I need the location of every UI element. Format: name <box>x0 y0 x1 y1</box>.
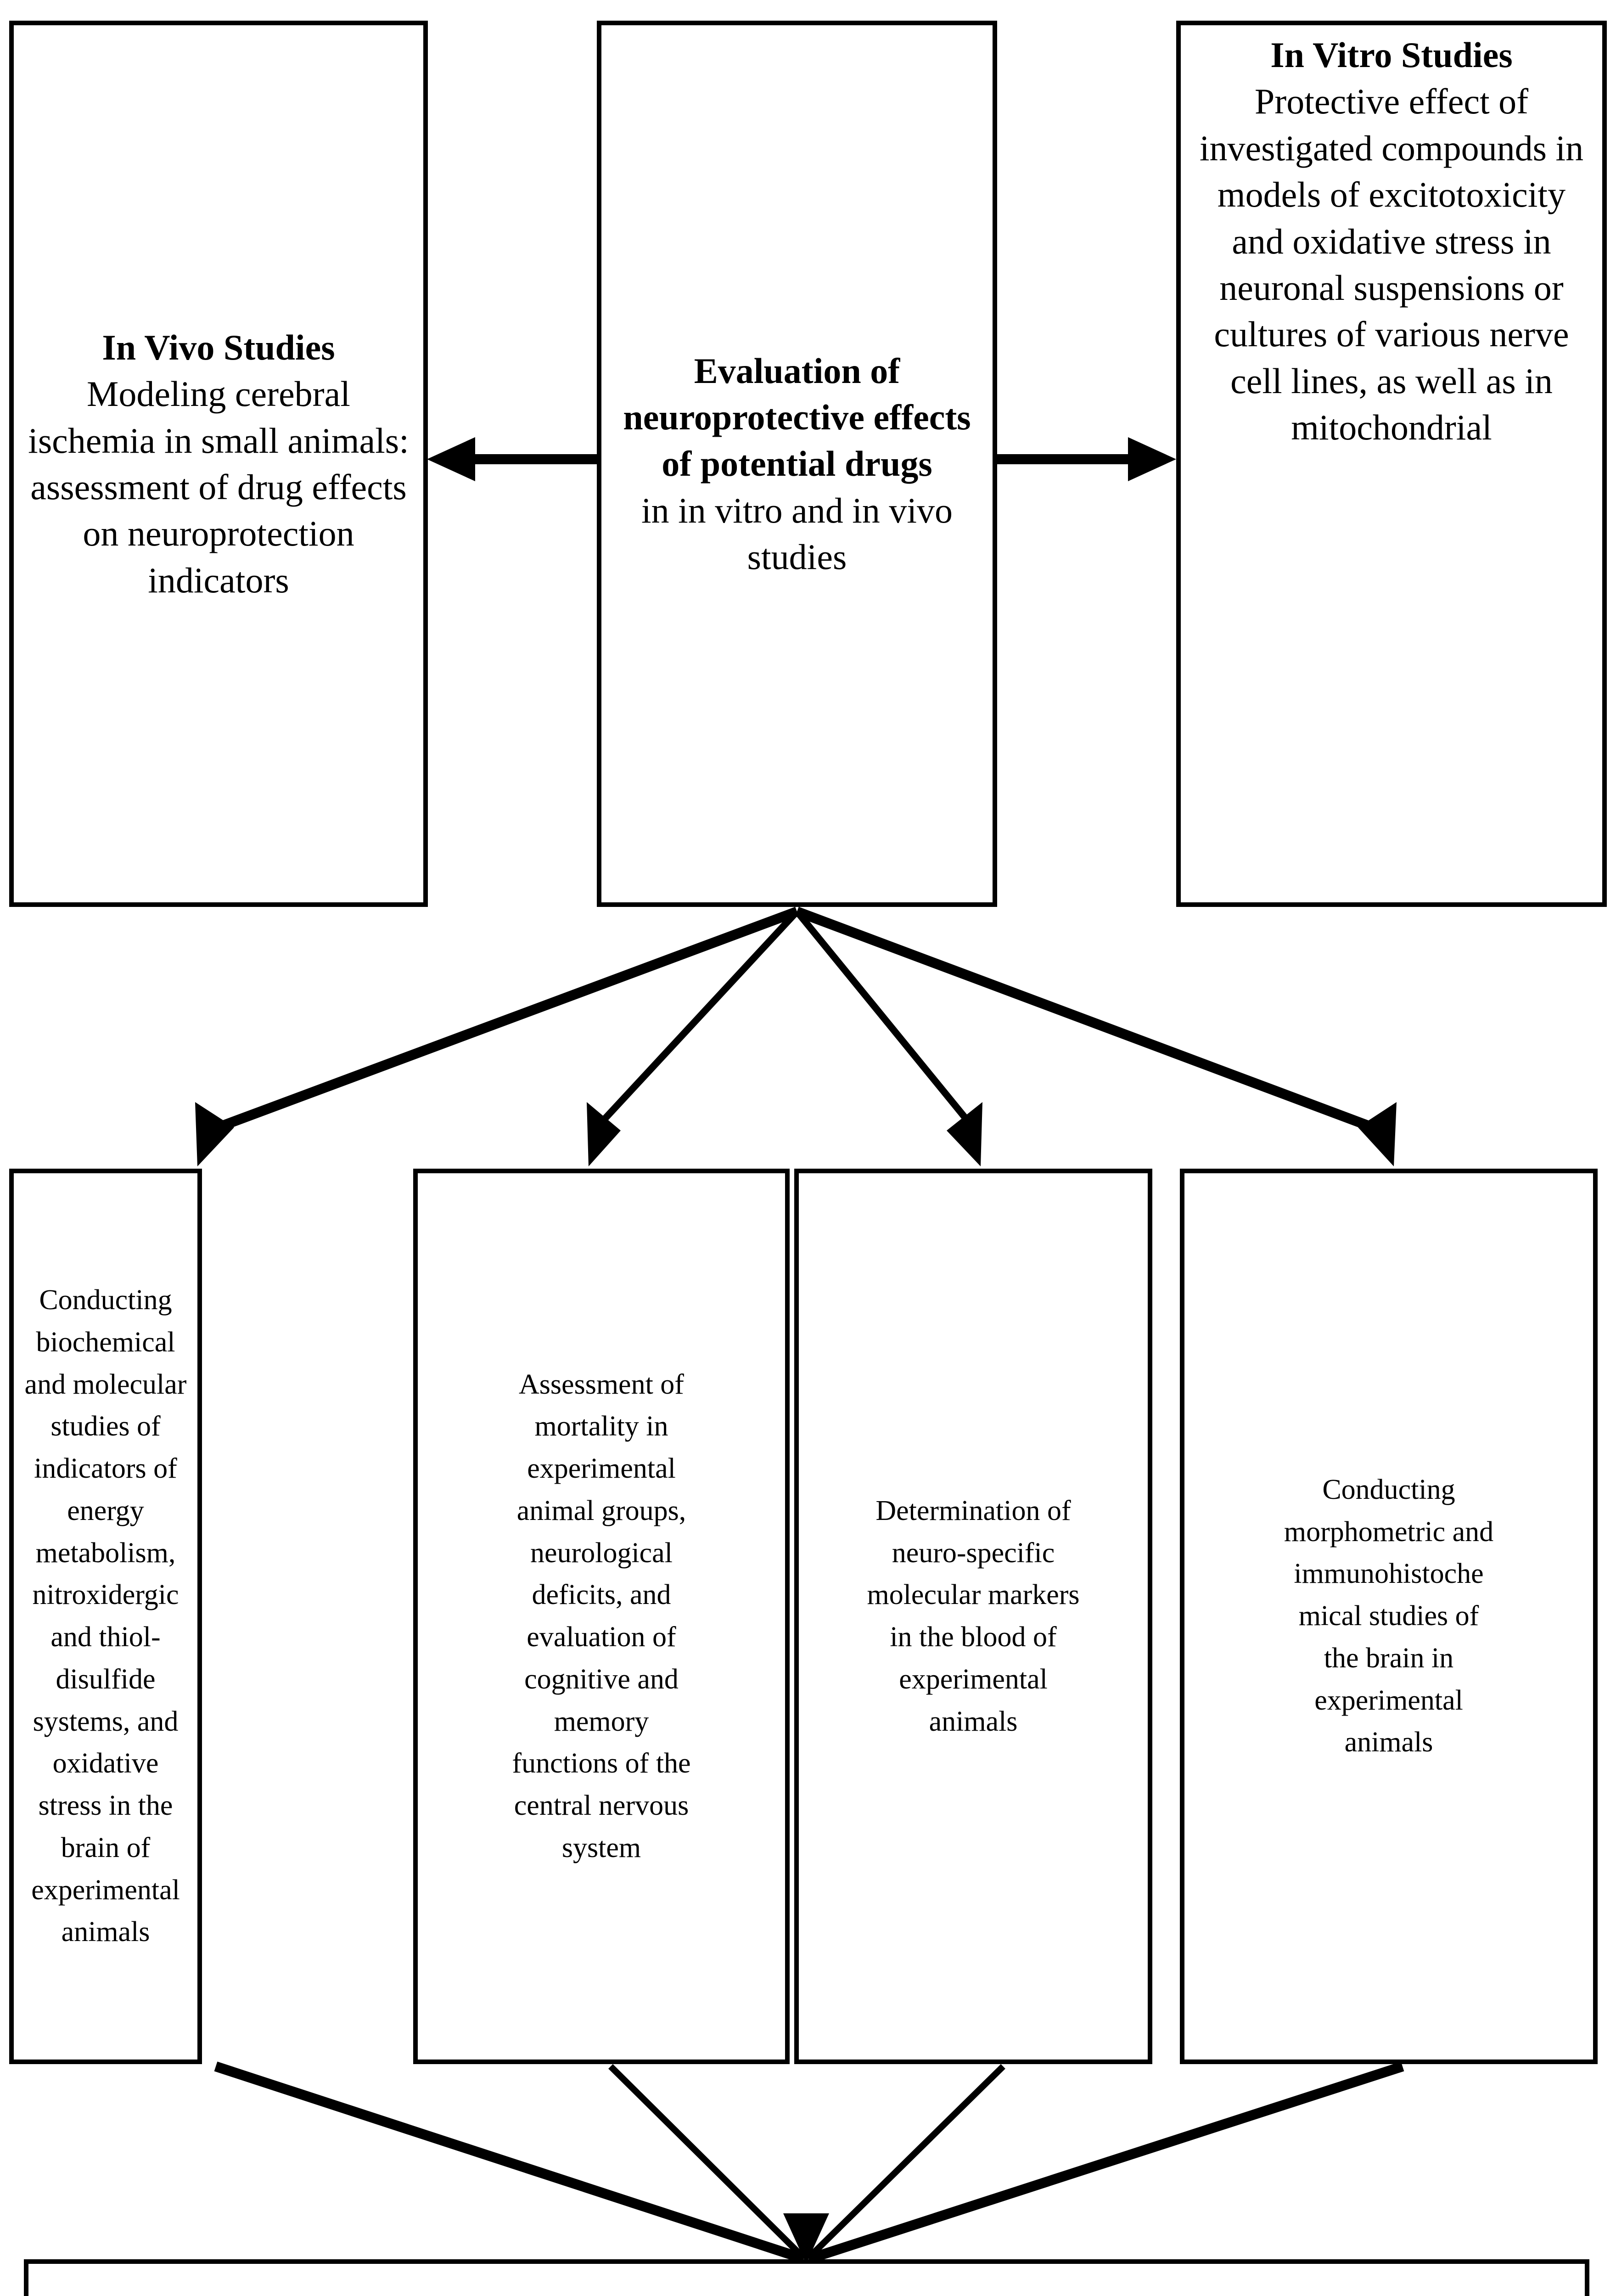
node-biochemical-body: Conducting biochemical and molecular stu… <box>24 1284 187 1948</box>
node-markers-body: Determination of neuro-specific molecula… <box>867 1495 1080 1737</box>
node-biochemical-content: Conducting biochemical and molecular stu… <box>14 1279 197 1953</box>
node-center-content: Evaluation of neuroprotective effects of… <box>601 348 993 580</box>
node-mortality-assessment[interactable]: Assessment of mortality in experimental … <box>413 1169 790 2064</box>
node-center-title: Evaluation of neuroprotective effects of… <box>623 350 971 484</box>
arrow-center-to-in-vivo <box>427 437 597 481</box>
node-in-vitro-title: In Vitro Studies <box>1270 35 1513 75</box>
arrow-mortality-to-summary <box>608 2064 807 2261</box>
node-morphometric-body: Conducting morphometric and immunohistoc… <box>1284 1474 1494 1758</box>
arrow-center-to-markers <box>794 909 982 1166</box>
node-biochemical-studies[interactable]: Conducting biochemical and molecular stu… <box>9 1169 202 2064</box>
node-comprehensive-evaluation[interactable]: Comprehensive evaluation of the neuropro… <box>24 2259 1589 2296</box>
node-in-vitro-body: Protective effect of investigated compou… <box>1199 81 1584 448</box>
node-in-vivo-studies[interactable]: In Vivo Studies Modeling cerebral ischem… <box>9 21 428 907</box>
arrow-markers-to-summary <box>806 2064 1005 2261</box>
node-morphometric-studies[interactable]: Conducting morphometric and immunohistoc… <box>1180 1169 1598 2064</box>
arrow-center-to-morphometric <box>795 906 1397 1166</box>
node-in-vivo-content: In Vivo Studies Modeling cerebral ischem… <box>14 324 423 603</box>
node-in-vivo-body: Modeling cerebral ischemia in small anim… <box>28 374 409 600</box>
node-in-vivo-title: In Vivo Studies <box>102 327 335 367</box>
node-evaluation-center[interactable]: Evaluation of neuroprotective effects of… <box>597 21 997 907</box>
node-morphometric-content: Conducting morphometric and immunohistoc… <box>1184 1469 1593 1764</box>
arrow-center-to-mortality <box>587 909 800 1166</box>
node-in-vitro-content: In Vitro Studies Protective effect of in… <box>1181 25 1602 451</box>
arrow-biochemical-to-summary <box>214 2061 804 2263</box>
node-in-vitro-studies[interactable]: In Vitro Studies Protective effect of in… <box>1176 21 1607 907</box>
node-mortality-content: Assessment of mortality in experimental … <box>418 1364 785 1869</box>
arrow-center-to-biochemical <box>195 906 799 1166</box>
node-markers-content: Determination of neuro-specific molecula… <box>799 1490 1148 1743</box>
arrowhead-into-summary <box>783 2213 829 2264</box>
node-molecular-markers[interactable]: Determination of neuro-specific molecula… <box>794 1169 1152 2064</box>
arrow-center-to-in-vitro <box>997 437 1176 481</box>
arrow-morphometric-to-summary <box>809 2061 1404 2263</box>
node-mortality-body: Assessment of mortality in experimental … <box>512 1368 691 1863</box>
node-center-body: in in vitro and in vivo studies <box>641 490 953 577</box>
